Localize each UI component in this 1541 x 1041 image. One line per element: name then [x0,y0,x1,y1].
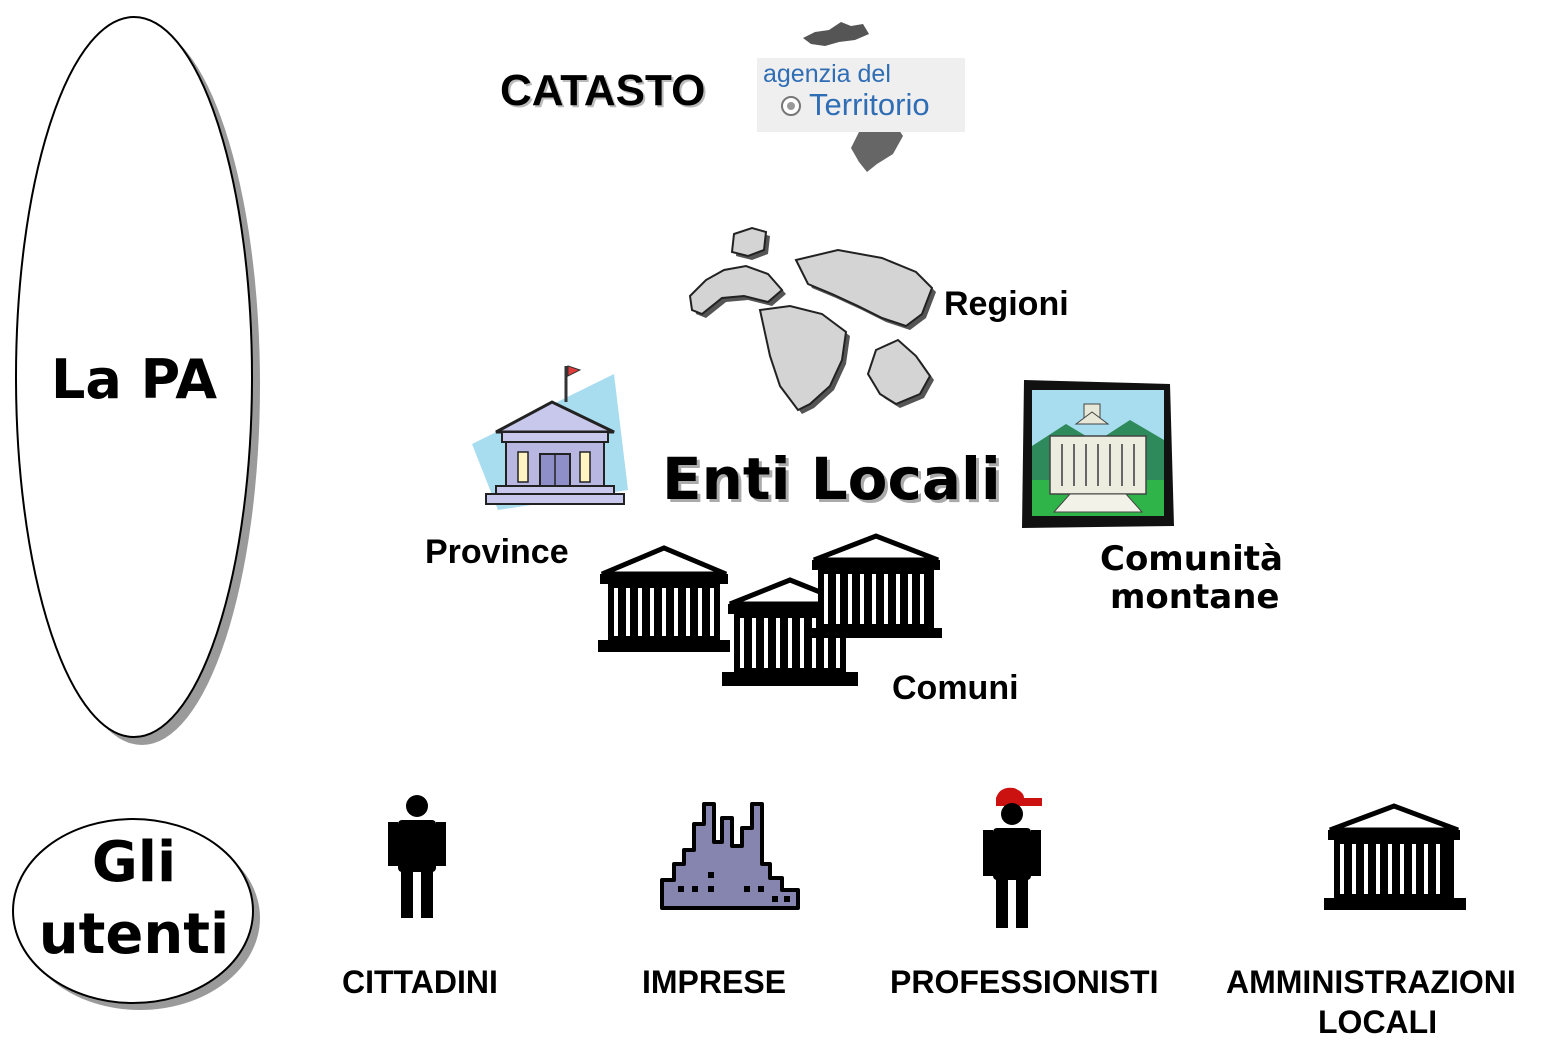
pa-ellipse [15,16,253,738]
logo-line2: Territorio [809,87,930,122]
region-piece-3 [794,248,934,328]
enti-locali-title: Enti Locali [662,445,1001,513]
italy-south-shape [851,124,903,172]
comunita-montane-icon [1022,380,1174,528]
comuni-buildings-icon [598,533,942,686]
group-ellipses [12,16,260,1010]
catasto-label: CATASTO [500,66,706,115]
temple-right [810,533,942,638]
cittadino-person-icon [388,795,446,918]
temple-left [598,545,730,652]
regioni-label: Regioni [944,285,1069,323]
regioni-map-icon [688,226,936,414]
professionista-person-icon [983,787,1042,928]
region-piece-2 [688,264,784,316]
users-label-line2: utenti [38,902,230,967]
amministrazioni-label-line1: AMMINISTRAZIONI [1226,964,1516,1000]
province-label: Province [425,533,569,571]
users-ellipse [12,818,254,1004]
users-label-line1: Gli [91,830,177,895]
imprese-label: IMPRESE [642,964,787,1000]
region-piece-4 [758,304,848,412]
agenzia-territorio-logo: agenzia del Territorio [757,22,965,172]
comunita-label-line1: Comunità [1100,539,1283,579]
professionisti-label: PROFESSIONISTI [890,964,1159,1000]
region-piece-1 [730,226,768,258]
imprese-factory-icon [660,802,800,910]
cittadini-label: CITTADINI [342,964,498,1000]
comuni-label: Comuni [892,669,1019,707]
pa-label: La PA [50,348,218,411]
italy-north-shape [803,22,869,46]
region-piece-5 [866,338,932,406]
amministrazioni-label-line2: LOCALI [1318,1004,1438,1040]
logo-line1: agenzia del [763,60,891,88]
province-building-icon [472,365,628,510]
comunita-label-line2: montane [1110,577,1280,617]
amministrazioni-building-icon [1324,803,1466,910]
